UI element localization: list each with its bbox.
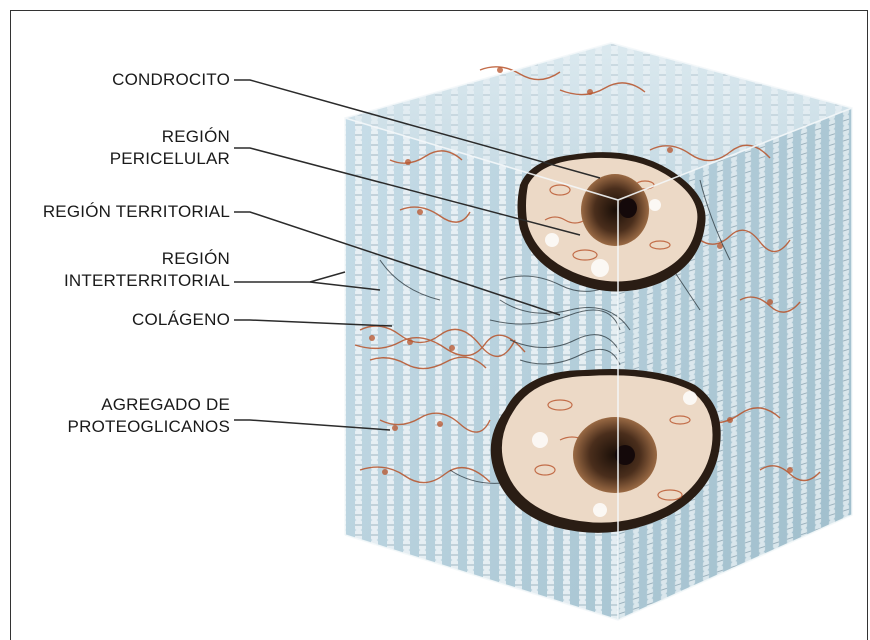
label-colageno: COLÁGENO <box>132 309 230 331</box>
label-region-pericelular: REGIÓN PERICELULAR <box>110 126 230 170</box>
label-interterritorial-line1: REGIÓN <box>64 248 230 270</box>
label-proteoglicanos-line1: AGREGADO DE <box>68 394 230 416</box>
label-proteoglicanos-line2: PROTEOGLICANOS <box>68 416 230 438</box>
label-region-interterritorial: REGIÓN INTERTERRITORIAL <box>64 248 230 292</box>
label-region-territorial: REGIÓN TERRITORIAL <box>43 201 230 223</box>
label-pericelular-line2: PERICELULAR <box>110 148 230 170</box>
label-interterritorial-line2: INTERTERRITORIAL <box>64 270 230 292</box>
leader-interterritorial <box>234 272 345 282</box>
label-condrocito: CONDROCITO <box>112 69 230 91</box>
label-agregado-proteoglicanos: AGREGADO DE PROTEOGLICANOS <box>68 394 230 438</box>
label-colageno-text: COLÁGENO <box>132 309 230 331</box>
label-pericelular-line1: REGIÓN <box>110 126 230 148</box>
label-condrocito-text: CONDROCITO <box>112 69 230 91</box>
label-territorial-text: REGIÓN TERRITORIAL <box>43 201 230 223</box>
